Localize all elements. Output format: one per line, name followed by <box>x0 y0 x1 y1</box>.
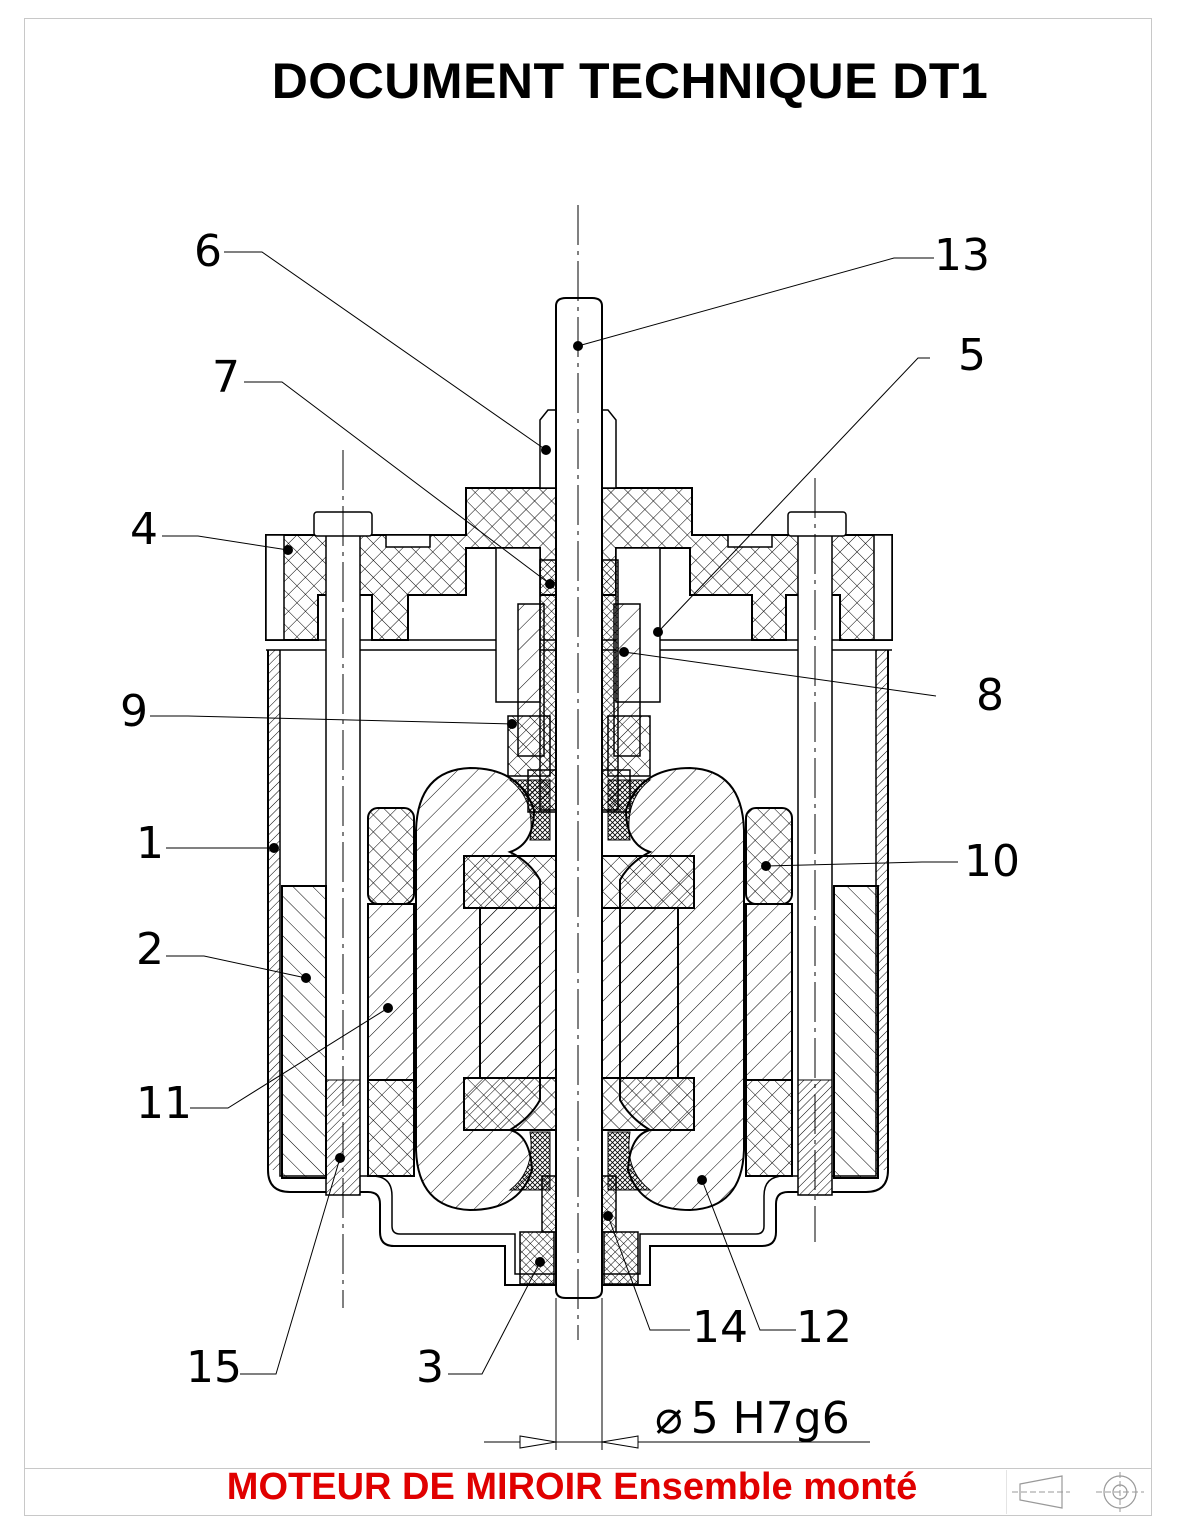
callout-10: 10 <box>964 836 1020 887</box>
callout-13: 13 <box>934 230 990 281</box>
stator-stack-right <box>745 903 793 1081</box>
callout-7: 7 <box>212 352 240 403</box>
leader-dots <box>269 341 771 1267</box>
title-block <box>24 1468 1152 1517</box>
callout-3: 3 <box>416 1342 444 1393</box>
drawing-caption: MOTEUR DE MIROIR Ensemble monté <box>226 1466 918 1508</box>
magnet-right <box>833 885 879 1179</box>
shaft-fit-dimension: ⌀5 H7g6 <box>655 1390 850 1444</box>
callout-12: 12 <box>796 1302 852 1353</box>
callout-14: 14 <box>692 1302 748 1353</box>
magnet-left <box>281 885 327 1179</box>
callout-5: 5 <box>958 330 986 381</box>
diameter-symbol: ⌀ <box>655 1390 683 1444</box>
callout-9: 9 <box>120 686 148 737</box>
shaft-part-13 <box>555 297 603 1299</box>
leader-lines <box>150 251 958 1375</box>
callout-11: 11 <box>136 1078 192 1129</box>
callout-15: 15 <box>186 1342 242 1393</box>
stator-stack-left <box>367 903 415 1081</box>
callout-4: 4 <box>130 504 158 555</box>
callout-6: 6 <box>194 226 222 277</box>
first-angle-projection-icon <box>1006 1470 1144 1514</box>
drawing-frame <box>24 18 1152 1516</box>
callout-2: 2 <box>136 924 164 975</box>
callout-1: 1 <box>136 818 164 869</box>
bush-part-14 <box>541 1175 557 1233</box>
document-title: DOCUMENT TECHNIQUE DT1 <box>271 53 989 109</box>
dimension-label: 5 H7g6 <box>690 1393 850 1444</box>
callout-8: 8 <box>976 670 1004 721</box>
